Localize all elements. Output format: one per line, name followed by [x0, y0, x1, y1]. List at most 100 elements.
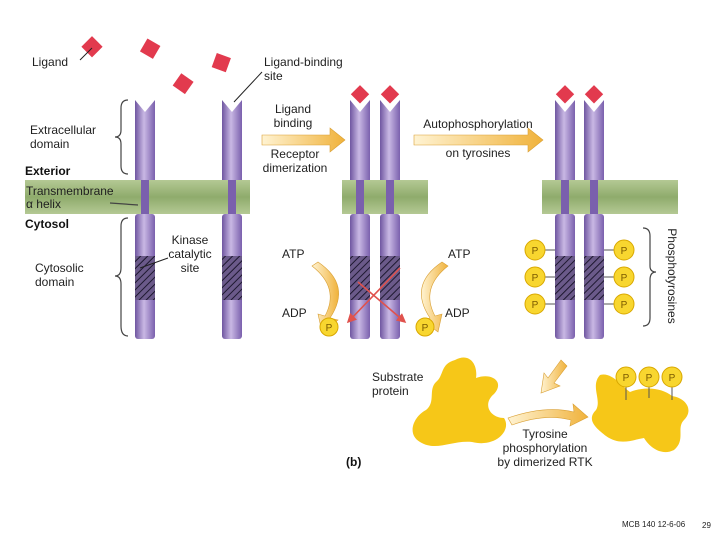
- ligand-pointer-line: [79, 47, 93, 61]
- step1-label: dimerization: [263, 161, 328, 175]
- down-arrow-icon: [540, 359, 568, 394]
- svg-text:P: P: [326, 323, 333, 334]
- footer-course-label: MCB 140 12-6-06: [622, 520, 686, 529]
- svg-text:P: P: [669, 373, 676, 384]
- adp-label: ADP: [282, 306, 307, 320]
- phosphate-icon: P: [613, 293, 635, 315]
- cytosolic-domain-label: domain: [35, 275, 74, 289]
- receptor-monomer: [555, 100, 575, 339]
- tyrosine-phosphorylation-label: Tyrosine: [522, 427, 568, 441]
- phosphate-icon: P: [613, 239, 635, 261]
- svg-text:P: P: [621, 246, 628, 257]
- ligand-icon: [211, 53, 231, 73]
- phosphate-icon: P: [524, 266, 546, 288]
- ligand-binding-site-label: Ligand-binding: [264, 55, 343, 69]
- receptor-monomer: [135, 100, 155, 339]
- kinase-site-pointer: [139, 257, 169, 269]
- step2-label: Autophosphorylation: [423, 117, 532, 131]
- phosphate-icon: P: [415, 317, 435, 337]
- cytosol-label: Cytosol: [25, 217, 69, 231]
- step1-label: binding: [274, 116, 313, 130]
- kinase-catalytic-site: [555, 256, 575, 300]
- cross-phosphorylation-arrow: [357, 281, 407, 324]
- substrate-phosphorylation: P P P: [412, 357, 689, 453]
- exterior-label: Exterior: [25, 164, 71, 178]
- tyrosine-phosphorylation-label: phosphorylation: [503, 441, 588, 455]
- svg-text:P: P: [532, 273, 539, 284]
- ligand-label: Ligand: [32, 55, 68, 69]
- phosphate-icon: P: [661, 366, 683, 388]
- tyrosine-phosphorylation-arrow: [507, 403, 589, 427]
- step-arrow-dimerization: [261, 127, 346, 153]
- svg-text:P: P: [646, 373, 653, 384]
- free-ligands: [79, 36, 231, 95]
- transmembrane-label: α helix: [26, 197, 61, 211]
- kinase-catalytic-site: [222, 256, 242, 300]
- receptor-dimer: P P: [311, 85, 449, 339]
- svg-text:P: P: [623, 373, 630, 384]
- membrane-band-left: [25, 180, 250, 214]
- phosphate-icon: P: [524, 293, 546, 315]
- step-arrow-autophosphorylation: [413, 127, 544, 153]
- membrane-band-middle: [342, 180, 428, 214]
- kinase-site-label: catalytic: [168, 247, 211, 261]
- receptor-monomer: [350, 100, 370, 339]
- kinase-catalytic-site: [350, 256, 370, 300]
- receptor-monomers: [135, 71, 263, 339]
- atp-label: ATP: [448, 247, 470, 261]
- ligand-binding-site-label: site: [264, 69, 283, 83]
- extracellular-domain-label: domain: [30, 137, 69, 151]
- phosphate-icon: P: [319, 317, 339, 337]
- kinase-catalytic-site: [135, 256, 155, 300]
- phosphate-icon: P: [613, 266, 635, 288]
- step1-label: Receptor: [271, 147, 320, 161]
- phosphate-icon: P: [638, 366, 660, 388]
- svg-text:P: P: [422, 323, 429, 334]
- phosphorylated-dimer: P P P P P P: [524, 85, 657, 339]
- ligand-icon: [380, 85, 400, 104]
- transmembrane-label: Transmembrane: [26, 184, 114, 198]
- tyrosine-phosphorylation-label: by dimerized RTK: [497, 455, 592, 469]
- ligand-icon: [555, 85, 575, 104]
- kinase-catalytic-site: [584, 256, 604, 300]
- cell-membrane: [25, 180, 678, 214]
- extracellular-brace: [114, 99, 129, 175]
- receptor-monomer: [222, 100, 242, 339]
- atp-label: ATP: [282, 247, 304, 261]
- ligand-icon: [584, 85, 604, 104]
- phosphotyrosines-label: Phosphotyrosines: [665, 228, 679, 323]
- transmembrane-pointer: [109, 202, 139, 206]
- phosphotyrosine-connectors: [545, 249, 614, 305]
- diagram-labels: Ligand Ligand-binding site Extracellular…: [25, 55, 711, 530]
- page-number: 29: [702, 521, 711, 530]
- substrate-phosphate-connectors: [625, 387, 673, 400]
- phosphate-icon: P: [524, 239, 546, 261]
- cross-phosphorylation-arrow: [346, 267, 401, 324]
- svg-text:P: P: [621, 300, 628, 311]
- kinase-site-label: Kinase: [172, 233, 209, 247]
- svg-text:P: P: [532, 246, 539, 257]
- step2-label: on tyrosines: [446, 146, 511, 160]
- substrate-protein-label: protein: [372, 384, 409, 398]
- receptor-monomer: [380, 100, 400, 339]
- svg-text:P: P: [532, 300, 539, 311]
- panel-label: (b): [346, 455, 361, 469]
- ligand-icon: [81, 36, 103, 58]
- ligand-icon: [172, 73, 194, 95]
- adp-label: ADP: [445, 306, 470, 320]
- kinase-site-label: site: [181, 261, 200, 275]
- cytosolic-domain-label: Cytosolic: [35, 261, 84, 275]
- receptor-monomer: [584, 100, 604, 339]
- svg-text:P: P: [621, 273, 628, 284]
- phosphorylated-substrate-shape: [591, 374, 689, 453]
- extracellular-domain-label: Extracellular: [30, 123, 96, 137]
- ligand-icon: [350, 85, 370, 104]
- phosphate-icon: P: [615, 366, 637, 388]
- substrate-protein-label: Substrate: [372, 370, 424, 384]
- ligand-icon: [139, 38, 161, 59]
- substrate-protein-shape: [412, 357, 507, 447]
- ligand-binding-site-pointer: [233, 71, 263, 103]
- step1-label: Ligand: [275, 102, 311, 116]
- domain-braces: [109, 99, 139, 337]
